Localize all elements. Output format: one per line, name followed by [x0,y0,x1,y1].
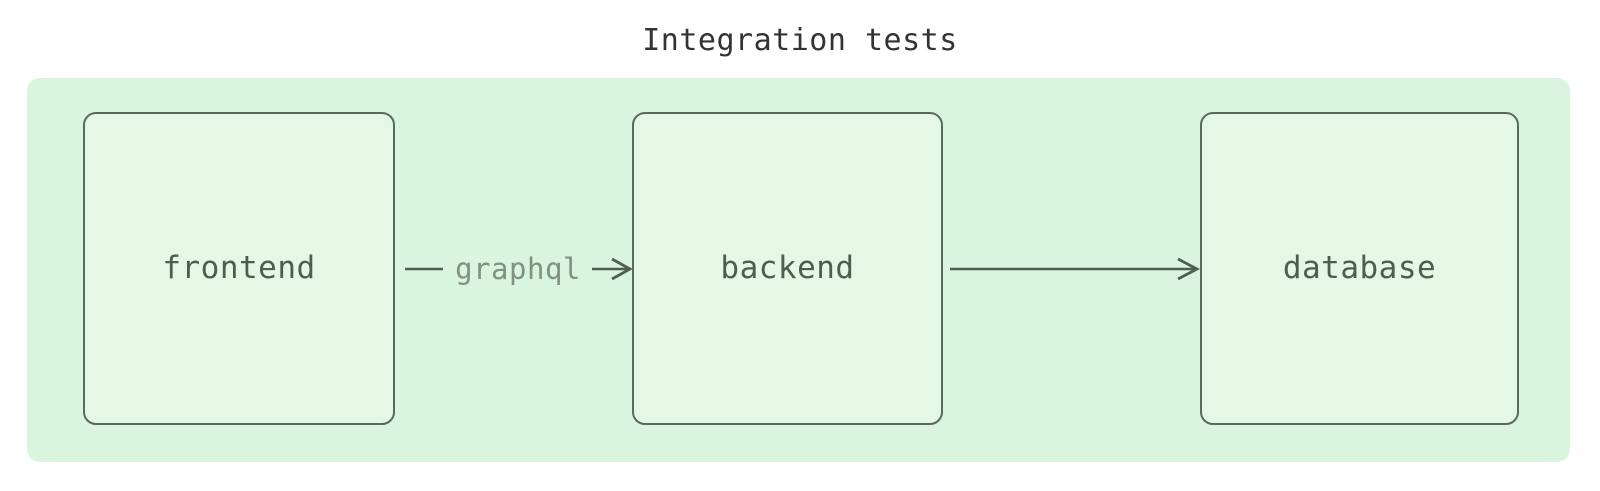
node-database[interactable]: database [1200,112,1519,425]
edge-label-graphql: graphql [455,252,581,286]
node-backend-label: backend [720,250,855,286]
node-backend[interactable]: backend [632,112,943,425]
node-database-label: database [1282,250,1437,286]
node-frontend[interactable]: frontend [83,112,395,425]
page-title: Integration tests [642,23,958,58]
node-frontend-label: frontend [162,250,316,286]
